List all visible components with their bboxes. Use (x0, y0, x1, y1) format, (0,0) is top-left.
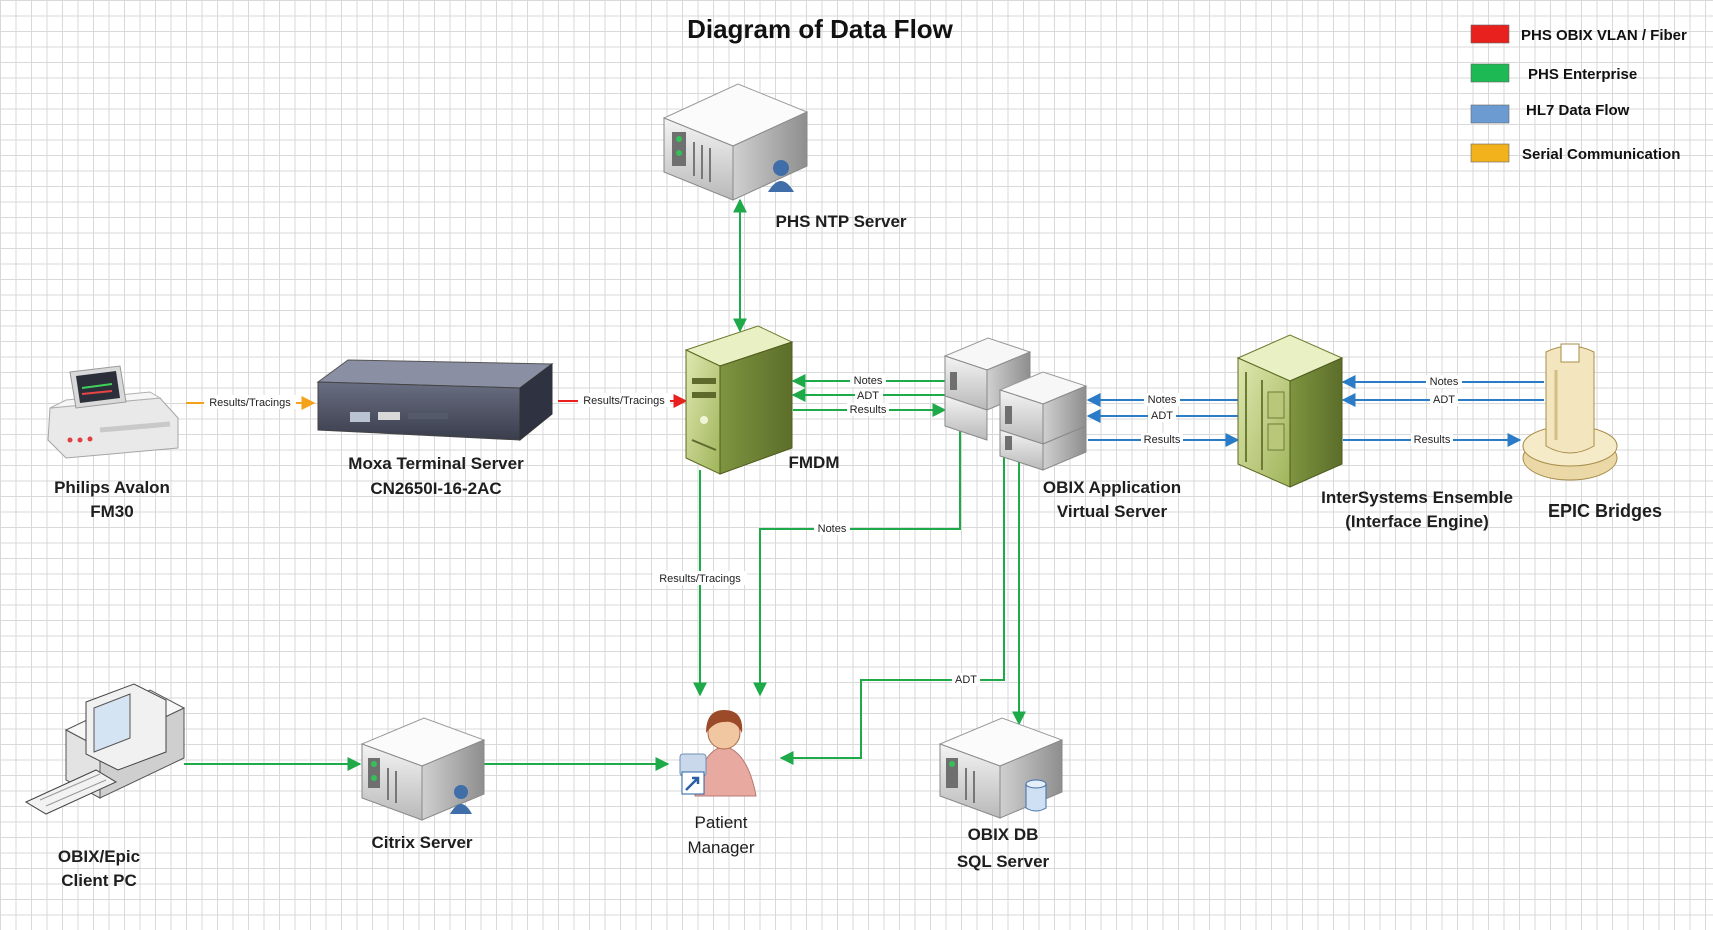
edge-label-epic-ens-adt: ADT (1433, 394, 1455, 406)
edge-label-obix-fmdm-notes: Notes (854, 375, 883, 387)
connector-obix-pm-adt (779, 440, 1005, 765)
node-fmdm: FMDM (684, 325, 840, 475)
legend: PHS OBIX VLAN / Fiber PHS Enterprise HL7… (1470, 24, 1687, 163)
node-label-client-1: OBIX/Epic (58, 847, 140, 866)
legend-label-hl7: HL7 Data Flow (1526, 102, 1630, 119)
edge-label-obix-pm-notes: Notes (818, 523, 847, 535)
legend-swatch-hl7 (1470, 104, 1510, 124)
node-label-client-2: Client PC (61, 871, 137, 890)
edge-label-ens-epic-results: Results (1414, 434, 1451, 446)
legend-swatch-serial (1470, 143, 1510, 163)
user-shortcut-icon (679, 710, 757, 797)
edge-label-fmdm-pm-results: Results/Tracings (659, 573, 741, 585)
node-client-pc: OBIX/Epic Client PC (24, 683, 186, 890)
rack-server-icon (1236, 334, 1344, 488)
node-obix-db: OBIX DB SQL Server (938, 717, 1064, 871)
node-philips-avalon: Philips Avalon FM30 (47, 365, 179, 521)
edge-label-philips-moxa: Results/Tracings (209, 397, 291, 409)
node-label-obix-app-1: OBIX Application (1043, 478, 1181, 497)
node-label-ensemble-2: (Interface Engine) (1345, 512, 1489, 531)
node-label-epic: EPIC Bridges (1548, 501, 1662, 521)
tower-server-icon (684, 325, 794, 475)
terminal-server-icon (316, 359, 554, 442)
edge-label-epic-ens-notes: Notes (1430, 376, 1459, 388)
edge-label-ens-obix-adt: ADT (1151, 410, 1173, 422)
node-citrix-server: Citrix Server (360, 717, 486, 852)
node-label-pm-2: Manager (687, 838, 754, 857)
node-intersystems-ensemble: InterSystems Ensemble (Interface Engine) (1236, 334, 1513, 531)
node-label-philips-2: FM30 (90, 502, 133, 521)
server-cluster-icon (943, 337, 1088, 471)
node-ntp-server: PHS NTP Server (662, 83, 907, 231)
fetal-monitor-icon (47, 365, 179, 459)
edge-label-moxa-fmdm: Results/Tracings (583, 395, 665, 407)
legend-label-serial: Serial Communication (1522, 146, 1680, 163)
edge-label-obix-pm-adt: ADT (955, 674, 977, 686)
server-user-icon (662, 83, 809, 201)
node-label-philips-1: Philips Avalon (54, 478, 170, 497)
node-obix-application: OBIX Application Virtual Server (943, 337, 1181, 521)
bridge-tower-icon (1522, 343, 1618, 481)
node-label-obix-app-2: Virtual Server (1057, 502, 1168, 521)
node-label-moxa-1: Moxa Terminal Server (348, 454, 524, 473)
diagram-title: Diagram of Data Flow (687, 14, 954, 44)
node-label-db-1: OBIX DB (968, 825, 1039, 844)
edge-label-fmdm-obix-results: Results (850, 404, 887, 416)
legend-label-vlan: PHS OBIX VLAN / Fiber (1521, 27, 1687, 44)
node-label-pm-1: Patient (695, 813, 748, 832)
node-label-ensemble-1: InterSystems Ensemble (1321, 488, 1513, 507)
node-epic-bridges: EPIC Bridges (1522, 343, 1662, 521)
server-user-icon (360, 717, 486, 821)
legend-swatch-vlan (1470, 24, 1510, 44)
node-label-moxa-2: CN2650I-16-2AC (370, 479, 501, 498)
legend-swatch-enterprise (1470, 63, 1510, 83)
legend-label-enterprise: PHS Enterprise (1528, 66, 1637, 83)
edge-label-obix-fmdm-adt: ADT (857, 390, 879, 402)
node-label-citrix: Citrix Server (371, 833, 472, 852)
edge-labels: Results/Tracings Results/Tracings Notes … (204, 374, 1462, 686)
connector-obix-pm-notes (753, 418, 961, 697)
server-database-icon (938, 717, 1064, 819)
edge-label-ens-obix-notes: Notes (1148, 394, 1177, 406)
node-label-db-2: SQL Server (957, 852, 1050, 871)
node-patient-manager: Patient Manager (679, 710, 757, 857)
node-moxa-terminal-server: Moxa Terminal Server CN2650I-16-2AC (316, 359, 554, 498)
node-label-ntp: PHS NTP Server (775, 212, 906, 231)
computer-icon (24, 683, 186, 815)
node-label-fmdm: FMDM (789, 453, 840, 472)
edge-label-obix-ens-results: Results (1144, 434, 1181, 446)
